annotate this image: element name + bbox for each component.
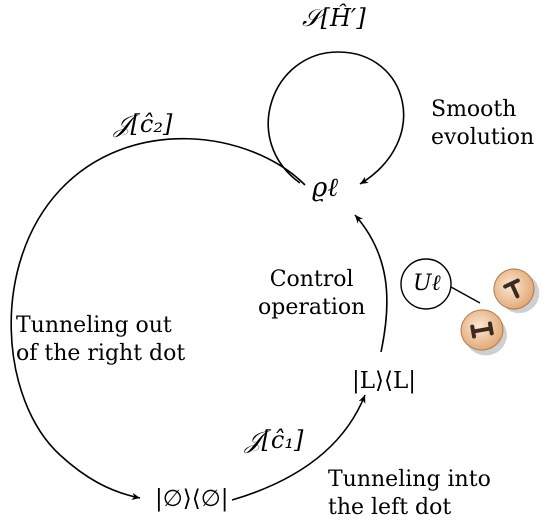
- smooth-evolution-loop: [267, 51, 405, 185]
- jump-c2-label: 𝒥[ĉ₂]: [114, 110, 173, 138]
- unitary-link: [450, 286, 481, 304]
- control-operation-caption: Control operation: [258, 267, 366, 320]
- tunnel-in-caption: Tunneling into the left dot: [328, 467, 491, 520]
- jump-c1-label: 𝒥[ĉ₁]: [245, 426, 304, 454]
- left-state-node: |L⟩⟨L|: [352, 368, 416, 394]
- unitary-circle: [400, 258, 452, 310]
- tunnel-out-caption: Tunneling out of the right dot: [16, 313, 186, 366]
- knob-upper-icon: [493, 268, 540, 314]
- smooth-evolution-caption: Smooth evolution: [431, 97, 535, 150]
- knob-lower-icon: [460, 309, 507, 356]
- tunnel-in-arc: [231, 394, 366, 501]
- smooth-operator-label: 𝒮[Ĥ′]: [302, 4, 366, 32]
- unitary-label: Uℓ: [413, 271, 441, 296]
- rho-node: ϱℓ: [312, 173, 339, 203]
- empty-state-node: |∅⟩⟨∅|: [155, 486, 229, 512]
- tunnel-out-arc: [10, 137, 306, 500]
- control-operation-arc: [354, 214, 388, 353]
